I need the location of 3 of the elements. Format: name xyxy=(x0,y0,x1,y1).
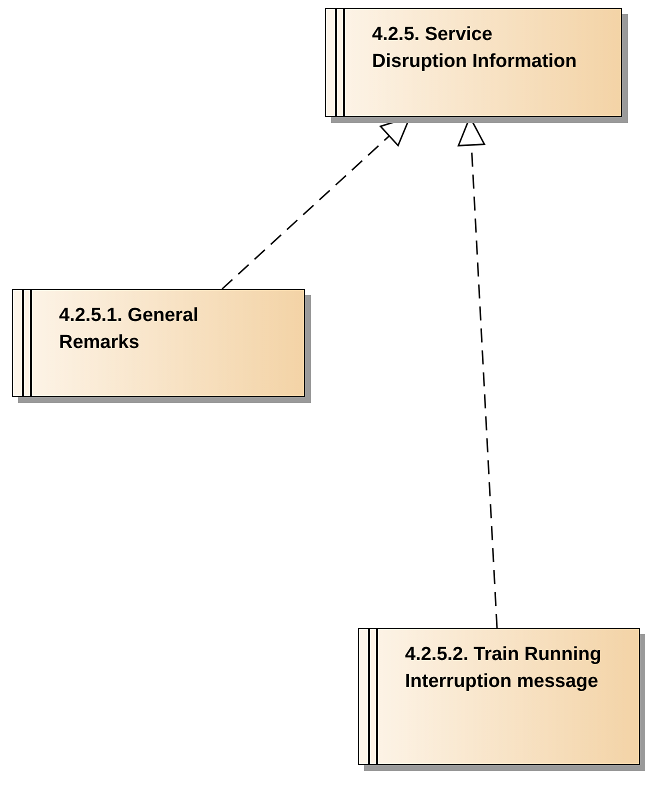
class-title: 4.2.5.2. Train Running Interruption message xyxy=(405,643,602,694)
class-title: 4.2.5. Service Disruption Information xyxy=(372,23,577,74)
class-title: 4.2.5.1. General Remarks xyxy=(59,304,200,355)
